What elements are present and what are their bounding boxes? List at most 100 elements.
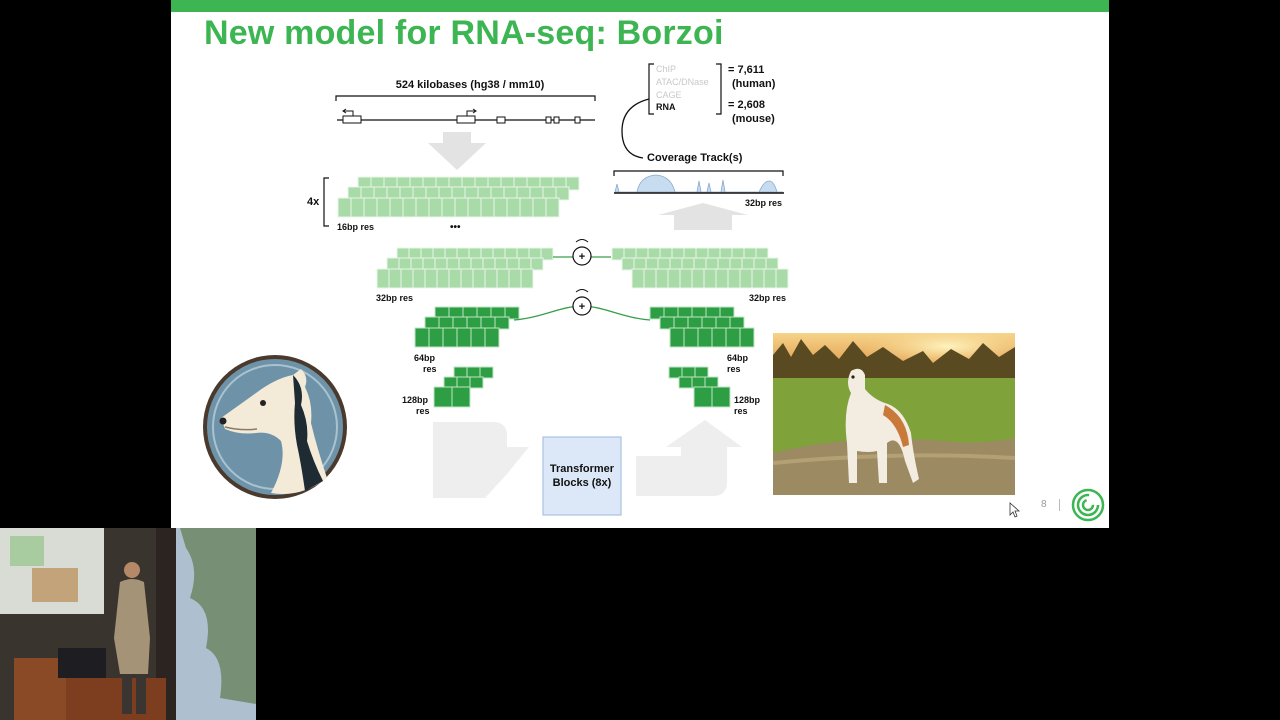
conv-block [460, 268, 474, 289]
conv-block [506, 257, 520, 271]
conv-block [667, 268, 681, 289]
conv-block [442, 327, 458, 348]
conv-block [697, 327, 713, 348]
conv-block [775, 268, 789, 289]
conv-stack-128bp-left [433, 366, 494, 408]
res-32-output-label: 32bp res [745, 198, 782, 208]
conv-block [494, 316, 510, 330]
res-128-right-label: 128bp [734, 395, 761, 405]
conv-block [433, 386, 453, 408]
conv-block [681, 366, 696, 379]
coverage-tracks-label: Coverage Track(s) [647, 152, 743, 164]
res-32-left-label: 32bp res [376, 293, 413, 303]
conv-block [621, 257, 635, 271]
conv-block [669, 257, 683, 271]
page-number: 8 [1041, 499, 1047, 510]
mouse-pointer-icon [1009, 502, 1021, 518]
conv-block [451, 386, 471, 408]
transformer-sublabel: Blocks (8x) [553, 477, 612, 489]
conv-block [717, 257, 731, 271]
conv-block [438, 316, 454, 330]
conv-block [458, 257, 472, 271]
coverage-bracket [613, 170, 784, 176]
conv-block [453, 366, 468, 379]
conv-block [386, 257, 400, 271]
conv-block [691, 268, 705, 289]
conv-block [643, 268, 657, 289]
conv-block [376, 268, 390, 289]
conv-block [693, 386, 713, 408]
human-label: (human) [732, 78, 776, 90]
conv-block [701, 316, 717, 330]
assay-cage: CAGE [656, 90, 682, 100]
conv-stack-32bp-right [611, 247, 789, 289]
res-16-label: 16bp res [337, 222, 374, 232]
transformer-label: Transformer [550, 463, 615, 475]
borzoi-architecture-diagram: 524 kilobases (hg38 / mm10) 4x 16bp res … [307, 63, 789, 516]
conv-block [540, 247, 554, 261]
down-arrow [428, 132, 486, 170]
conv-stack-64bp-left [414, 306, 520, 348]
conv-block [436, 268, 450, 289]
mouse-label: (mouse) [732, 113, 775, 125]
conv-block [446, 257, 460, 271]
conv-block [739, 268, 753, 289]
conv-block [687, 316, 703, 330]
res-64-left-label: 64bp [414, 353, 436, 363]
res-32-right-label: 32bp res [749, 293, 786, 303]
assay-bracket-left [648, 63, 654, 115]
conv-block [763, 268, 777, 289]
conv-block [428, 327, 444, 348]
conv-block [545, 197, 560, 218]
presentation-slide: New model for RNA-seq: Borzoi 524 kiloba… [171, 0, 1109, 528]
conv-block [668, 366, 683, 379]
conv-block [484, 268, 498, 289]
conv-block [530, 257, 544, 271]
conv-block [711, 386, 731, 408]
gene-track [337, 108, 595, 124]
conv-block [679, 268, 693, 289]
conv-block [765, 257, 779, 271]
conv-block [363, 197, 378, 218]
conv-block [741, 257, 755, 271]
conv-block [739, 327, 755, 348]
conv-stack-128bp-right [668, 366, 731, 408]
conv-block [657, 257, 671, 271]
speaker-webcam-inset [0, 528, 256, 720]
res-128-left-sub: res [416, 406, 430, 416]
conv-block [441, 197, 456, 218]
conv-block [466, 366, 481, 379]
res-64-right-sub: res [727, 364, 741, 374]
conv-block [472, 268, 486, 289]
flow-arrow-into-transformer [433, 422, 529, 498]
transformer-block [542, 436, 622, 516]
conv-block [428, 197, 443, 218]
conv-block [398, 257, 412, 271]
res-128-left-label: 128bp [402, 395, 429, 405]
conv-block [703, 268, 717, 289]
res-128-right-sub: res [734, 406, 748, 416]
page-number-separator [1059, 499, 1060, 511]
coverage-signal [614, 174, 783, 193]
flow-arrow-out-of-transformer [636, 420, 742, 496]
input-span-bracket [335, 95, 596, 101]
assay-chip: ChIP [656, 64, 676, 74]
conv-block [715, 268, 729, 289]
conv-block [480, 316, 496, 330]
conv-block [729, 316, 745, 330]
conv-block [532, 197, 547, 218]
conv-block [508, 268, 522, 289]
conv-block [751, 268, 765, 289]
conv-block [422, 257, 436, 271]
conv-block [470, 257, 484, 271]
conv-stack-64bp-right [649, 306, 755, 348]
conv-block [456, 327, 472, 348]
slide-title: New model for RNA-seq: Borzoi [204, 14, 724, 52]
repeat-bracket [323, 177, 329, 227]
borzoi-dog-photo [773, 333, 1015, 495]
conv-block [443, 376, 458, 389]
conv-block [727, 268, 741, 289]
conv-block [424, 316, 440, 330]
add-node-32-sign: + [579, 251, 585, 263]
conv-block [350, 197, 365, 218]
